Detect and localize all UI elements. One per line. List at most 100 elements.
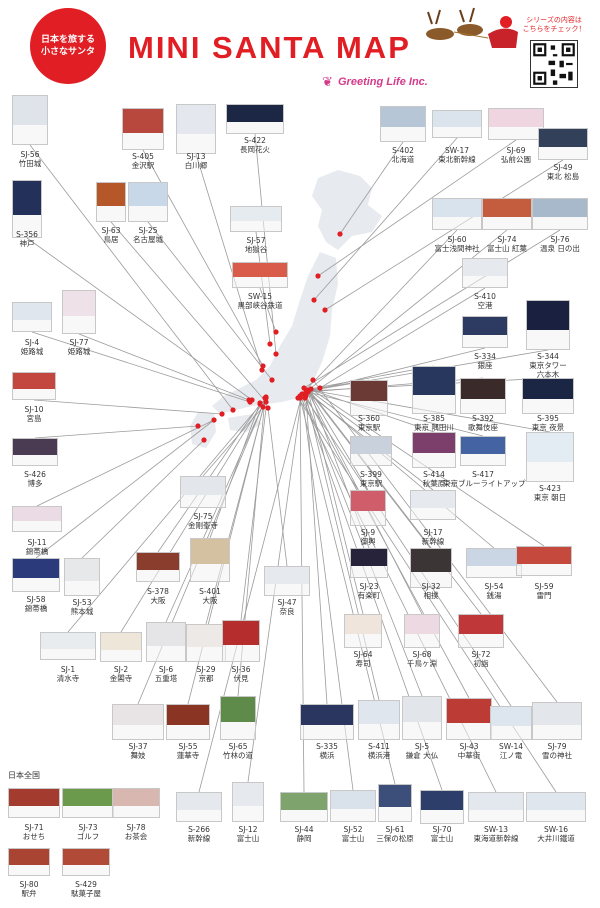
location-marker[interactable]	[257, 400, 263, 406]
postcard-s-414[interactable]	[412, 432, 456, 468]
postcard-sj-55[interactable]	[166, 704, 210, 740]
postcard-sj-52[interactable]	[330, 790, 376, 822]
postcard-sj-74[interactable]	[482, 198, 532, 230]
postcard-sj-59[interactable]	[516, 546, 572, 576]
postcard-s-378[interactable]	[136, 552, 180, 582]
postcard-sj-49[interactable]	[538, 128, 588, 160]
postcard-s-401[interactable]	[190, 538, 230, 582]
location-marker[interactable]	[262, 395, 268, 401]
postcard-sj-70[interactable]	[420, 790, 464, 824]
location-marker[interactable]	[337, 231, 343, 237]
location-marker[interactable]	[304, 387, 310, 393]
postcard-sj-61[interactable]	[378, 784, 412, 822]
postcard-sj-65[interactable]	[220, 696, 256, 740]
postcard-sj-6[interactable]	[146, 622, 186, 662]
postcard-sj-77[interactable]	[62, 290, 96, 334]
postcard-sj-12[interactable]	[232, 782, 264, 822]
location-marker[interactable]	[295, 395, 301, 401]
qr-code[interactable]	[530, 40, 578, 88]
location-marker[interactable]	[273, 329, 279, 335]
location-marker[interactable]	[267, 341, 273, 347]
location-marker[interactable]	[322, 307, 328, 313]
postcard-s-399[interactable]	[350, 436, 392, 466]
postcard-sj-43[interactable]	[446, 698, 492, 740]
postcard-sj-23[interactable]	[350, 548, 388, 578]
postcard-sj-76[interactable]	[532, 198, 588, 230]
postcard-sj-68[interactable]	[404, 614, 440, 648]
location-marker[interactable]	[246, 397, 252, 403]
postcard-sj-2[interactable]	[100, 632, 142, 662]
location-marker[interactable]	[269, 377, 275, 383]
postcard-sj-36[interactable]	[222, 620, 260, 662]
location-marker[interactable]	[211, 417, 217, 423]
location-marker[interactable]	[302, 395, 308, 401]
postcard-s-356[interactable]	[12, 180, 42, 238]
postcard-sj-10[interactable]	[12, 372, 56, 400]
postcard-s-395[interactable]	[522, 378, 574, 414]
postcard-sj-60[interactable]	[432, 198, 482, 230]
postcard-sj-58[interactable]	[12, 558, 60, 592]
postcard-sj-47[interactable]	[264, 566, 310, 596]
postcard-sj-63[interactable]	[96, 182, 126, 222]
postcard-s-385[interactable]	[412, 366, 456, 414]
postcard-sj-71[interactable]	[8, 788, 60, 818]
location-marker[interactable]	[201, 437, 207, 443]
postcard-sj-78[interactable]	[112, 788, 160, 818]
postcard-s-422[interactable]	[226, 104, 284, 134]
location-marker[interactable]	[311, 297, 317, 303]
postcard-s-410[interactable]	[462, 258, 508, 288]
location-marker[interactable]	[263, 399, 269, 405]
postcard-s-423[interactable]	[526, 432, 574, 482]
postcard-sj-5[interactable]	[402, 696, 442, 740]
postcard-sj-44[interactable]	[280, 792, 328, 822]
postcard-sw-13[interactable]	[468, 792, 524, 822]
postcard-sj-32[interactable]	[410, 548, 452, 588]
location-marker[interactable]	[317, 385, 323, 391]
postcard-sj-9[interactable]	[350, 490, 386, 526]
postcard-s-266[interactable]	[176, 792, 222, 822]
postcard-s-360[interactable]	[350, 380, 388, 416]
postcard-sj-69[interactable]	[488, 108, 544, 140]
postcard-sj-72[interactable]	[458, 614, 504, 648]
postcard-sj-75[interactable]	[180, 476, 226, 508]
location-marker[interactable]	[308, 386, 314, 392]
location-marker[interactable]	[260, 363, 266, 369]
postcard-sw-15[interactable]	[232, 262, 288, 288]
postcard-s-392[interactable]	[460, 378, 506, 414]
postcard-s-334[interactable]	[462, 316, 508, 348]
postcard-sj-4[interactable]	[12, 302, 52, 332]
postcard-sj-37[interactable]	[112, 704, 164, 740]
postcard-sj-73[interactable]	[62, 788, 114, 818]
location-marker[interactable]	[219, 411, 225, 417]
postcard-s-426[interactable]	[12, 438, 58, 466]
postcard-sj-79[interactable]	[532, 702, 582, 740]
postcard-sj-54[interactable]	[466, 548, 522, 578]
postcard-s-335[interactable]	[300, 704, 354, 740]
location-marker[interactable]	[230, 407, 236, 413]
location-marker[interactable]	[310, 377, 316, 383]
postcard-sw-16[interactable]	[526, 792, 586, 822]
postcard-sw-17[interactable]	[432, 110, 482, 138]
postcard-s-344[interactable]	[526, 300, 570, 350]
location-marker[interactable]	[195, 423, 201, 429]
location-marker[interactable]	[259, 367, 265, 373]
postcard-sw-14[interactable]	[490, 706, 532, 740]
location-marker[interactable]	[315, 273, 321, 279]
postcard-sj-53[interactable]	[64, 558, 100, 596]
postcard-s-405[interactable]	[122, 108, 164, 150]
postcard-s-429[interactable]	[62, 848, 110, 876]
postcard-sj-64[interactable]	[344, 614, 382, 648]
postcard-sj-29[interactable]	[186, 624, 226, 662]
postcard-sj-11[interactable]	[12, 506, 62, 532]
postcard-s-417[interactable]	[460, 436, 506, 466]
postcard-sj-80[interactable]	[8, 848, 50, 876]
postcard-sj-56[interactable]	[12, 95, 48, 145]
postcard-s-411[interactable]	[358, 700, 400, 740]
postcard-s-402[interactable]	[380, 106, 426, 142]
postcard-sj-17[interactable]	[410, 490, 456, 520]
postcard-sj-25[interactable]	[128, 182, 168, 222]
postcard-sj-1[interactable]	[40, 632, 96, 660]
postcard-sj-13[interactable]	[176, 104, 216, 154]
location-marker[interactable]	[265, 405, 271, 411]
location-marker[interactable]	[273, 351, 279, 357]
